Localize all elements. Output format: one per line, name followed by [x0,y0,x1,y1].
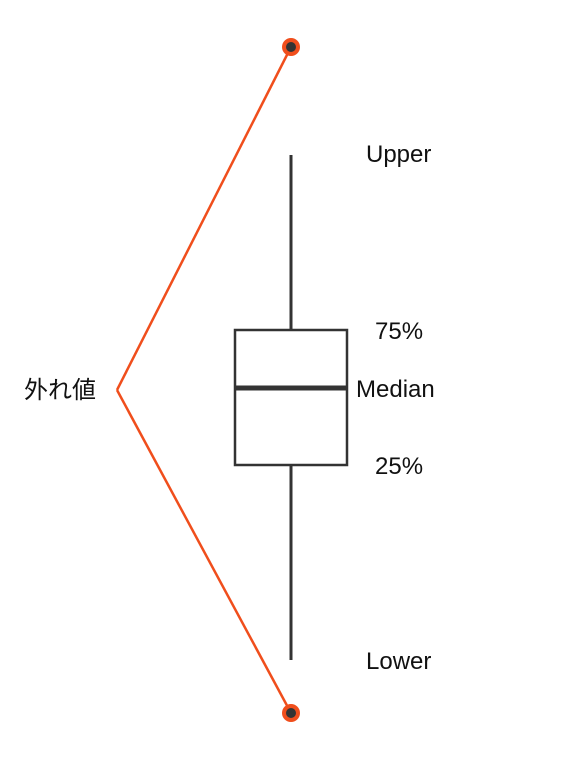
outlier-connector-upper [115,46,293,391]
upper-label: Upper [366,141,432,168]
lower-label: Lower [366,648,432,675]
outlier-label: 外れ値 [24,376,96,404]
q1-label: 25% [375,453,424,480]
outlier-connector-lower [115,389,293,714]
q3-label: 75% [375,318,424,345]
median-label: Median [356,376,435,403]
iqr-box [233,328,349,467]
outlier-point-upper [282,38,300,56]
outlier-point-lower [282,704,300,722]
